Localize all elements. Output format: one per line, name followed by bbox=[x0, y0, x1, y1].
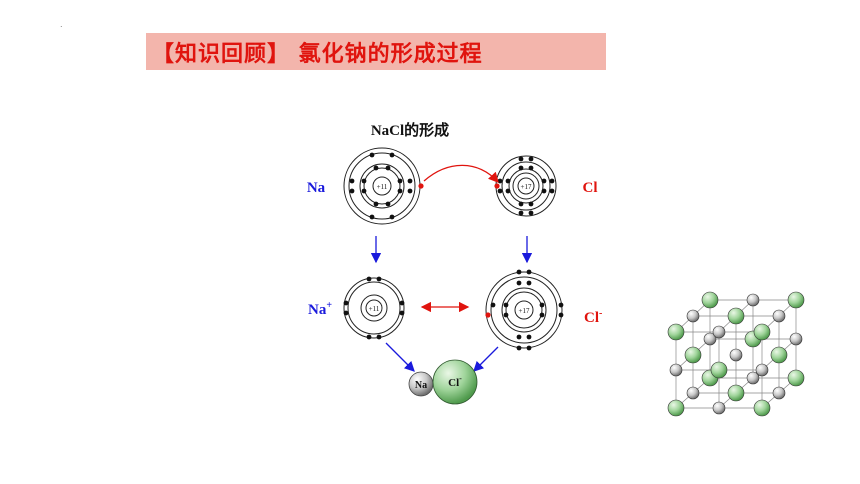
cl-ion-to-nacl-arrow bbox=[473, 346, 499, 372]
na-ion-charge: + bbox=[326, 300, 332, 311]
na-ion-electrons bbox=[343, 276, 405, 340]
cl-ball-label: Cl bbox=[448, 377, 459, 389]
cl-ion: +17 bbox=[485, 269, 564, 351]
na-atom-label: Na bbox=[307, 180, 326, 196]
cl-ion-charge: - bbox=[599, 308, 602, 319]
cl-ball-label-group: Cl- bbox=[448, 374, 462, 389]
cl-gained-electron-marker bbox=[494, 183, 500, 189]
cl-atom-label: Cl bbox=[583, 180, 598, 196]
cl-ion-electrons bbox=[490, 269, 564, 351]
cl-ion-gained-electron bbox=[485, 312, 491, 318]
cl-ion-nucleus-charge: +17 bbox=[519, 307, 530, 315]
diagram-heading: NaCl的形成 bbox=[371, 121, 449, 139]
cl-atom: +17 bbox=[495, 155, 557, 217]
na-ion-nucleus-charge: +11 bbox=[369, 305, 380, 313]
nacl-ion-pair: Na Cl- bbox=[408, 359, 478, 405]
na-ion-label-group: Na+ bbox=[308, 300, 332, 318]
cl-ion-label-group: Cl- bbox=[584, 308, 602, 326]
na-ion: +11 bbox=[343, 276, 405, 340]
corner-mark: . bbox=[60, 20, 63, 29]
lattice-spheres bbox=[667, 291, 805, 417]
title-banner: 【知识回顾】 氯化钠的形成过程 bbox=[146, 33, 606, 70]
cl-nucleus-charge: +17 bbox=[521, 183, 532, 191]
na-ion-label: Na bbox=[308, 302, 327, 318]
cl-electrons bbox=[497, 156, 555, 216]
na-electrons bbox=[349, 152, 413, 220]
na-ion-to-nacl-arrow bbox=[385, 342, 415, 372]
electron-transfer-arrow bbox=[423, 164, 499, 183]
na-valence-electron bbox=[418, 183, 424, 189]
cl-ball bbox=[432, 359, 478, 405]
nacl-crystal-lattice bbox=[667, 291, 805, 417]
na-atom: +11 bbox=[343, 147, 424, 225]
na-nucleus-charge: +11 bbox=[377, 183, 388, 191]
cl-ball-charge: - bbox=[459, 374, 462, 383]
cl-ion-label: Cl bbox=[584, 310, 599, 326]
slide-title: 【知识回顾】 氯化钠的形成过程 bbox=[152, 41, 483, 67]
na-ball-label: Na bbox=[415, 380, 427, 391]
